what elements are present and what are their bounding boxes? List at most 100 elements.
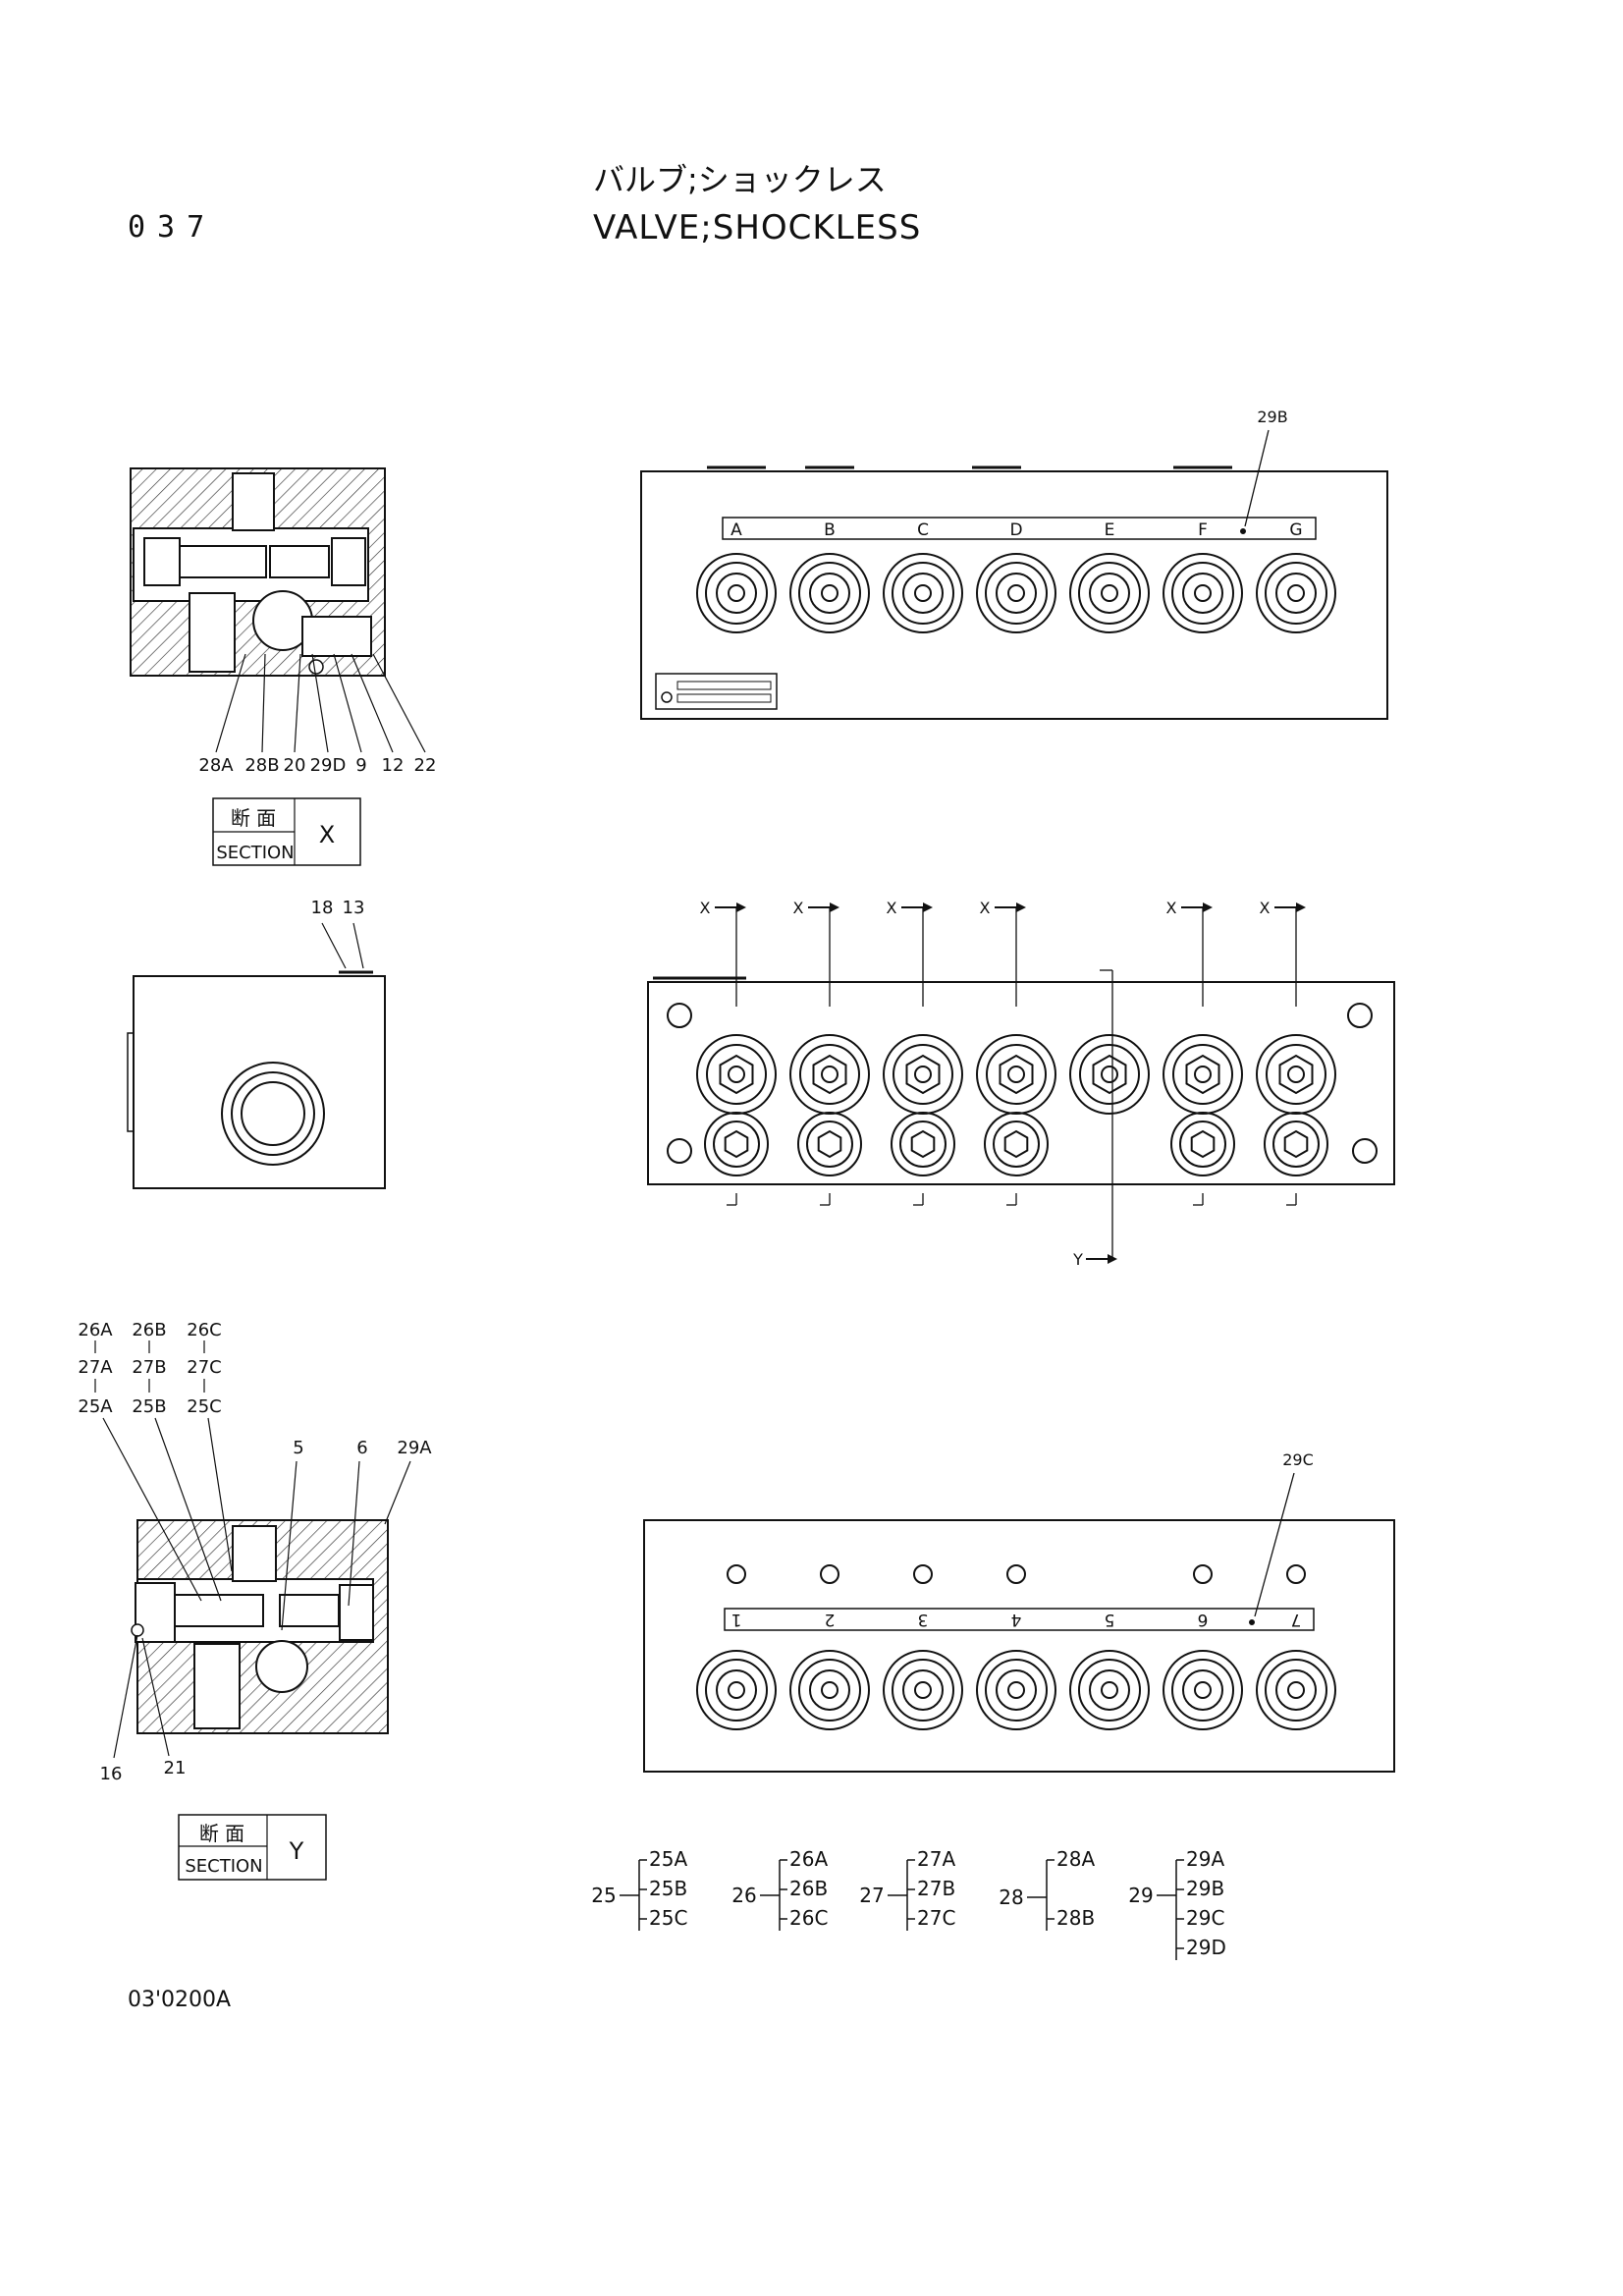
- top-port-a-center: [728, 584, 745, 602]
- front-lower-port-7-hex-plug: [1283, 1129, 1309, 1159]
- front-port-7-outer: [1256, 1034, 1336, 1115]
- section-y-label-box: [178, 1814, 327, 1881]
- leader-16: [113, 1634, 138, 1759]
- parts-child-26b: 26B: [789, 1877, 828, 1900]
- front-lower-port-3-ring: [899, 1121, 947, 1168]
- front-port-1-ring: [706, 1044, 767, 1105]
- section-x-spool: [179, 545, 267, 578]
- parts-child-26a: 26A: [789, 1847, 828, 1871]
- parts-group-29: 29: [1128, 1884, 1153, 1907]
- section-x-upper-plug: [232, 472, 275, 531]
- front-lower-port-7-ring: [1272, 1121, 1320, 1168]
- parts-child-28b: 28B: [1056, 1906, 1095, 1930]
- bottom-port-1-bore: [716, 1669, 757, 1711]
- bottom-port-3-center: [914, 1681, 932, 1699]
- bottom-port-1-outer: [696, 1650, 777, 1730]
- callout-29b: 29B: [1257, 408, 1287, 426]
- drawing-code: 03'0200A: [128, 1988, 232, 2012]
- leader-x-28a: [215, 653, 246, 753]
- leader-21: [141, 1637, 170, 1757]
- front-port-4-outer: [976, 1034, 1056, 1115]
- section-y-cross-port: [255, 1640, 308, 1693]
- leader-29b: [1244, 429, 1270, 527]
- bottom-port-label-1: 1: [731, 1610, 742, 1629]
- mounting-hole-1: [1347, 1003, 1373, 1028]
- leader-x-9: [333, 653, 362, 753]
- front-lower-port-1-hex-plug: [724, 1129, 749, 1159]
- front-port-2-outer: [789, 1034, 870, 1115]
- bottom-label-strip: [724, 1608, 1315, 1631]
- bottom-port-label-7: 7: [1291, 1610, 1302, 1629]
- callout-26a: 26A: [78, 1320, 113, 1340]
- side-view-flange: [127, 1032, 135, 1132]
- section-x-check-valve: [301, 616, 372, 657]
- section-y-label-en: SECTION: [185, 1856, 262, 1877]
- bottom-port-4-bore: [996, 1669, 1037, 1711]
- bottom-pilot-hole-6: [1193, 1564, 1213, 1584]
- front-port-4-center: [1007, 1066, 1025, 1083]
- bottom-pilot-hole-4: [1006, 1564, 1026, 1584]
- page-number: 037: [128, 210, 217, 245]
- section-y-letter: Y: [289, 1837, 304, 1865]
- top-port-b-center: [821, 584, 839, 602]
- section-arrow-x-4-head: [1203, 902, 1213, 912]
- callout-x-12: 12: [382, 755, 405, 776]
- front-port-3-hex-plug: [905, 1054, 941, 1095]
- mounting-hole-0: [667, 1003, 692, 1028]
- callout-29a: 29A: [397, 1438, 432, 1458]
- callout-13: 13: [343, 898, 365, 918]
- bottom-port-label-5: 5: [1105, 1610, 1115, 1629]
- callout-25c: 25C: [187, 1396, 221, 1417]
- callout-27c: 27C: [187, 1357, 221, 1378]
- port-label-e: E: [1105, 520, 1115, 540]
- parts-child-25c: 25C: [649, 1906, 687, 1930]
- bottom-pilot-hole-7: [1286, 1564, 1306, 1584]
- bottom-port-5-ring: [1078, 1659, 1141, 1722]
- callout-16: 16: [100, 1764, 123, 1784]
- front-lower-port-1-ring: [713, 1121, 760, 1168]
- bottom-pilot-hole-1: [727, 1564, 746, 1584]
- front-port-1-center: [728, 1066, 745, 1083]
- front-port-1-hex-plug: [719, 1054, 754, 1095]
- callout-25b: 25B: [132, 1396, 166, 1417]
- bottom-port-5-outer: [1069, 1650, 1150, 1730]
- parts-child-29a: 29A: [1186, 1847, 1224, 1871]
- bottom-port-2-bore: [809, 1669, 850, 1711]
- port-label-d: D: [1009, 520, 1022, 540]
- front-port-5-hex-plug: [1092, 1054, 1127, 1095]
- parts-child-25a: 25A: [649, 1847, 687, 1871]
- parts-child-27b: 27B: [917, 1877, 955, 1900]
- section-arrow-x-5-head: [1296, 902, 1306, 912]
- callout-26c: 26C: [187, 1320, 221, 1340]
- top-port-d-ring: [985, 562, 1048, 625]
- bottom-port-4-ring: [985, 1659, 1048, 1722]
- leader-6: [348, 1460, 360, 1607]
- port-label-c: C: [917, 520, 929, 540]
- leader-x-22: [372, 653, 426, 753]
- top-port-a-bore: [716, 573, 757, 614]
- bottom-port-4-outer: [976, 1650, 1056, 1730]
- bottom-port-label-2: 2: [825, 1610, 836, 1629]
- bottom-port-3-bore: [902, 1669, 944, 1711]
- section-y-spool: [174, 1594, 264, 1627]
- bottom-port-2-ring: [798, 1659, 861, 1722]
- top-port-d-bore: [996, 573, 1037, 614]
- bottom-port-3-outer: [883, 1650, 963, 1730]
- section-y-upper-plug: [232, 1525, 277, 1582]
- section-arrow-x-3-head: [1016, 902, 1026, 912]
- top-port-g-bore: [1275, 573, 1317, 614]
- leader-13: [352, 922, 364, 969]
- section-y-label-jp: 断 面: [199, 1822, 244, 1845]
- section-mark-y: Y: [1072, 1250, 1083, 1269]
- callout-x-9: 9: [355, 755, 366, 776]
- callout-26b: 26B: [132, 1320, 166, 1340]
- callout-x-20: 20: [284, 755, 306, 776]
- section-x-spring: [269, 545, 330, 578]
- front-port-5-center: [1101, 1066, 1118, 1083]
- section-arrow-y-head: [1108, 1254, 1117, 1264]
- leader-x-29d: [311, 653, 329, 753]
- parts-child-26c: 26C: [789, 1906, 828, 1930]
- callout-5: 5: [293, 1438, 303, 1458]
